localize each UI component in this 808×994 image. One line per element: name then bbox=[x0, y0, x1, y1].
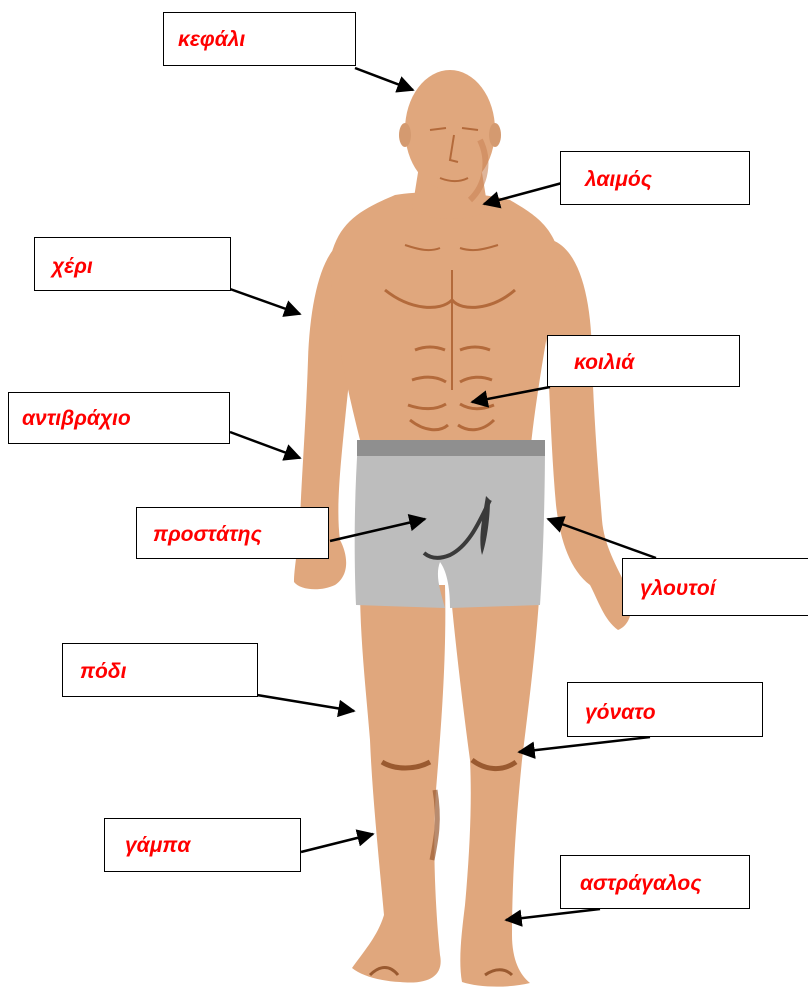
arrow-gonato bbox=[519, 737, 650, 752]
arrow-xeri bbox=[230, 289, 300, 314]
arrow-astragalos bbox=[506, 909, 600, 920]
human-figure bbox=[294, 70, 631, 987]
label-koilia: κοιλιά bbox=[574, 351, 634, 375]
arrow-kefali bbox=[355, 68, 413, 90]
arrow-podi bbox=[257, 695, 354, 711]
label-antivraxio: αντιβράχιο bbox=[22, 407, 131, 431]
label-prostatis: προστάτης bbox=[153, 523, 262, 547]
head bbox=[405, 70, 495, 190]
label-gampa: γάμπα bbox=[125, 834, 190, 858]
shorts bbox=[355, 442, 545, 608]
label-astragalos: αστράγαλος bbox=[580, 872, 701, 896]
torso bbox=[330, 192, 560, 455]
label-laimos: λαιμός bbox=[585, 168, 652, 192]
label-kefali: κεφάλι bbox=[178, 28, 245, 52]
left-leg bbox=[352, 585, 445, 983]
right-leg bbox=[450, 585, 540, 987]
arrow-gampa bbox=[301, 834, 373, 852]
arrow-antivraxio bbox=[230, 432, 300, 458]
label-gloutoi: γλουτοί bbox=[640, 577, 716, 601]
arrow-laimos bbox=[484, 183, 562, 204]
right-arm bbox=[540, 240, 631, 630]
waistband bbox=[357, 440, 545, 456]
label-gonato: γόνατο bbox=[585, 701, 656, 725]
label-podi: πόδι bbox=[80, 660, 126, 684]
label-xeri: χέρι bbox=[52, 255, 93, 279]
